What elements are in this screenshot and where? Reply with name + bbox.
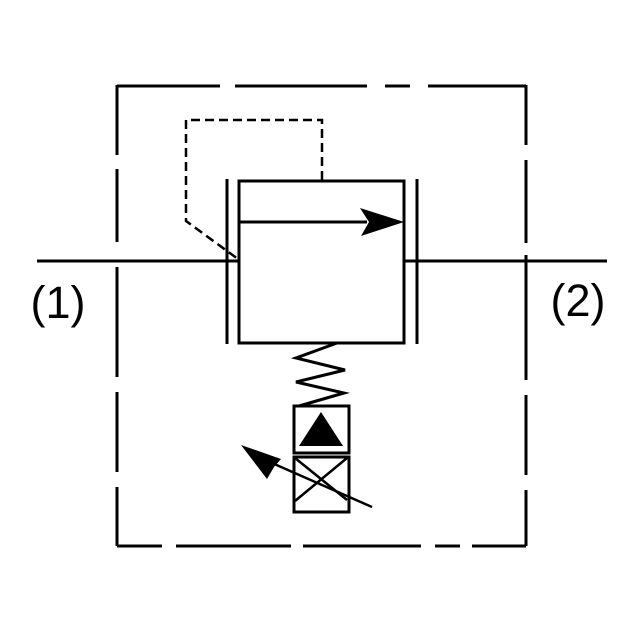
relief-triangle-icon: [299, 412, 343, 446]
relief-x-diagonal-2: [294, 457, 348, 502]
enclosure-boundary: [115, 84, 528, 548]
port-1-label: (1): [31, 277, 86, 328]
adjustment-arrow: [241, 445, 373, 509]
adjustment-arrow-shaft: [271, 461, 373, 509]
relief-setting-box: [292, 404, 351, 514]
adjustment-arrow-head: [241, 445, 281, 479]
valve-body-square: [237, 179, 406, 345]
pilot-line: [184, 118, 324, 261]
flow-direction-arrow: [240, 208, 404, 236]
port-2-label: (2): [551, 275, 606, 326]
port-land-lines: [225, 179, 419, 344]
spring: [290, 341, 350, 408]
flow-arrow-head: [360, 208, 404, 236]
